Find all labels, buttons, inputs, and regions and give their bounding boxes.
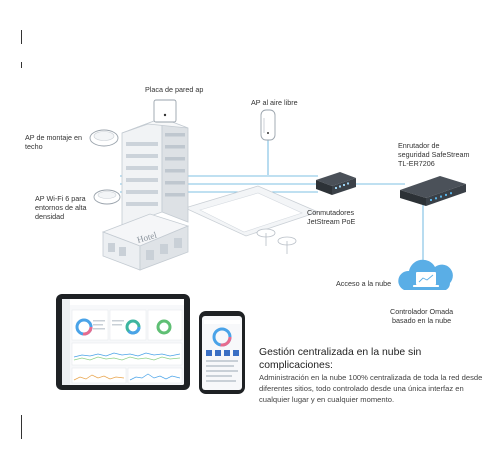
hotel-building — [101, 117, 190, 271]
feature-description: Administración en la nube 100% centraliz… — [259, 373, 483, 404]
outdoor-ap-label: AP al aire libre — [251, 98, 298, 107]
wall-ap-label: Placa de pared ap — [145, 85, 204, 94]
wifi6-ap-icon — [93, 189, 121, 205]
pool-area — [183, 185, 320, 237]
wall-plate-ap-icon — [153, 99, 177, 123]
switches-label: Conmutadores JetStream PoE — [307, 208, 356, 226]
switch-stack-icon — [316, 172, 356, 195]
outdoor-ap-icon — [260, 109, 276, 141]
cloud-access-label: Acceso a la nube — [336, 279, 392, 288]
feature-title: Gestión centralizada en la nube sin comp… — [259, 347, 422, 371]
ceiling-ap-icon — [89, 129, 119, 147]
edge-mark-top — [21, 30, 23, 44]
wifi6-ap-label: AP Wi-Fi 6 para entornos de alta densida… — [35, 194, 87, 221]
tablet-device — [56, 294, 190, 390]
umbrella-icon — [256, 228, 297, 254]
ceiling-ap-label: AP de montaje en techo — [25, 133, 83, 151]
phone-device — [199, 311, 245, 394]
controller-label: Controlador Omada basado en la nube — [390, 307, 454, 325]
cloud-icon — [398, 259, 453, 290]
router-icon — [400, 176, 466, 206]
edge-mark-mid — [21, 62, 23, 68]
edge-mark-bottom — [21, 415, 23, 439]
router-label: Enrutador de seguridad SafeStream TL-ER7… — [398, 141, 470, 168]
